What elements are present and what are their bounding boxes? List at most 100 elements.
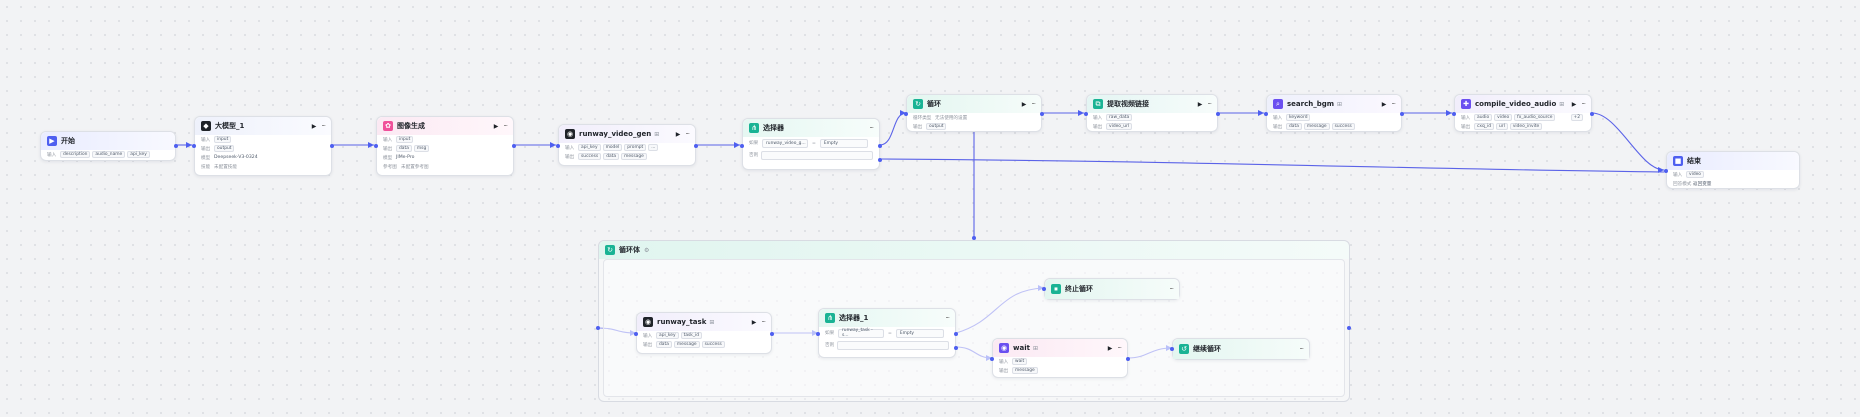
run-icon[interactable]: ▶: [311, 122, 317, 130]
info-icon: ⊞: [709, 319, 715, 326]
node-title: 开始: [61, 137, 75, 145]
output-port[interactable]: [1400, 112, 1404, 116]
output-port[interactable]: [1590, 112, 1594, 116]
more-icon[interactable]: ···: [321, 122, 326, 130]
more-icon[interactable]: ···: [1299, 345, 1304, 353]
input-port[interactable]: [904, 112, 908, 116]
loop-icon: ↻: [913, 99, 923, 109]
selector-icon: ⋔: [825, 313, 835, 323]
input-port[interactable]: [816, 332, 820, 336]
if-port[interactable]: [878, 144, 882, 148]
edge-compile-end: [1591, 112, 1665, 171]
var-tag: audio_name: [92, 150, 126, 159]
more-badge: +2: [1570, 113, 1583, 122]
output-port[interactable]: [1040, 112, 1044, 116]
model-name: Deepseek-V3-0324: [214, 155, 258, 160]
run-icon[interactable]: ▶: [1571, 100, 1577, 108]
loop-body-output-port[interactable]: [1347, 326, 1351, 330]
plugin-icon: ◉: [999, 343, 1009, 353]
more-icon[interactable]: ···: [945, 314, 950, 322]
else-port[interactable]: [954, 346, 958, 350]
input-port[interactable]: [990, 357, 994, 361]
break-loop-node[interactable]: ⏹终止循环 ···: [1042, 278, 1180, 300]
input-port[interactable]: [634, 332, 638, 336]
more-icon[interactable]: ···: [1581, 100, 1586, 108]
output-port[interactable]: [512, 144, 516, 148]
more-icon[interactable]: ···: [1207, 100, 1212, 108]
more-icon[interactable]: ···: [1117, 344, 1122, 352]
continue-loop-icon: ↺: [1179, 344, 1189, 354]
start-flag-icon: ▶: [47, 136, 57, 146]
var-tag: api_key: [127, 150, 150, 159]
selector1-node[interactable]: ⋔选择器_1 ··· 如果 runway_task - s... = Empty…: [816, 308, 958, 358]
info-icon: ⊞: [654, 131, 660, 138]
compile-icon: ✚: [1461, 99, 1471, 109]
output-port[interactable]: [174, 144, 178, 148]
end-flag-icon: ■: [1673, 156, 1683, 166]
more-icon[interactable]: ···: [869, 124, 874, 132]
input-port[interactable]: [374, 144, 378, 148]
extract-icon: ⧉: [1093, 99, 1103, 109]
continue-loop-node[interactable]: ↺继续循环 ···: [1170, 338, 1310, 360]
run-icon[interactable]: ▶: [1107, 344, 1113, 352]
loop-entry-port[interactable]: [972, 236, 976, 240]
loop-body-icon: ↻: [605, 245, 615, 255]
input-port[interactable]: [740, 144, 744, 148]
run-icon[interactable]: ▶: [1021, 100, 1027, 108]
if-port[interactable]: [954, 332, 958, 336]
break-loop-icon: ⏹: [1051, 284, 1061, 294]
run-icon[interactable]: ▶: [675, 130, 681, 138]
selector-node[interactable]: ⋔选择器 ··· 如果 runway_video_g... = Empty 否则: [740, 118, 882, 170]
plugin-icon: ◉: [643, 317, 653, 327]
info-icon: ⊞: [1337, 101, 1343, 108]
input-port[interactable]: [556, 144, 560, 148]
info-icon: ⊞: [1559, 101, 1565, 108]
input-port[interactable]: [1042, 287, 1046, 291]
var-tag: description: [60, 150, 91, 159]
selector-icon: ⋔: [749, 123, 759, 133]
else-port[interactable]: [878, 158, 882, 162]
edge-selector-else-end: [879, 158, 1665, 173]
more-icon[interactable]: ···: [761, 318, 766, 326]
start-node[interactable]: ▶开始 输入 description audio_name api_key: [40, 131, 178, 161]
output-port[interactable]: [1216, 112, 1220, 116]
input-port[interactable]: [192, 144, 196, 148]
input-port[interactable]: [1452, 112, 1456, 116]
input-port[interactable]: [1664, 169, 1668, 173]
output-port[interactable]: [1126, 357, 1130, 361]
run-icon[interactable]: ▶: [751, 318, 757, 326]
search-plugin-icon: ⌕: [1273, 99, 1283, 109]
run-icon[interactable]: ▶: [493, 122, 499, 130]
more-icon[interactable]: ···: [1391, 100, 1396, 108]
output-port[interactable]: [330, 144, 334, 148]
plugin-icon: ◉: [565, 129, 575, 139]
more-icon[interactable]: ···: [1031, 100, 1036, 108]
input-port[interactable]: [1170, 347, 1174, 351]
settings-icon[interactable]: ⚙: [644, 246, 650, 254]
edge-selector1-break: [955, 287, 1045, 334]
loop-body-input-port[interactable]: [596, 326, 600, 330]
llm-icon: ◆: [201, 121, 211, 131]
edge-selector-loop: [879, 112, 907, 146]
run-icon[interactable]: ▶: [1197, 100, 1203, 108]
more-icon[interactable]: ···: [503, 122, 508, 130]
run-icon[interactable]: ▶: [1381, 100, 1387, 108]
output-port[interactable]: [694, 144, 698, 148]
more-icon[interactable]: ···: [1169, 285, 1174, 293]
input-port[interactable]: [1264, 112, 1268, 116]
output-port[interactable]: [770, 332, 774, 336]
info-icon: ⊞: [1032, 345, 1038, 352]
more-icon[interactable]: ···: [685, 130, 690, 138]
input-port[interactable]: [1084, 112, 1088, 116]
